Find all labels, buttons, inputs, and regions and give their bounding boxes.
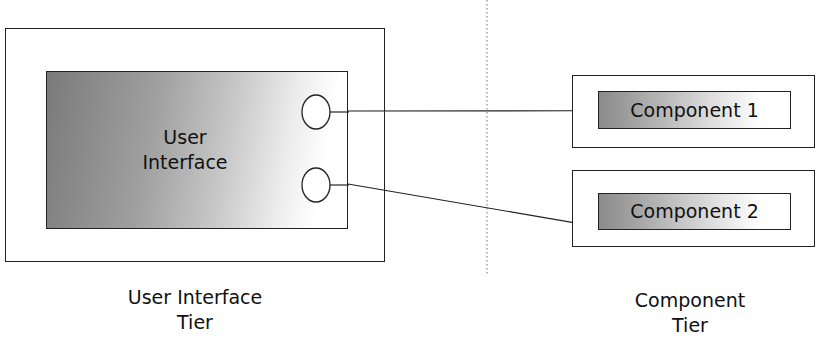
dotted-divider — [486, 0, 487, 276]
component-label: Component 1 — [630, 98, 758, 123]
label-holder: Component Tier — [620, 288, 760, 338]
component-box: Component 1 — [572, 75, 815, 148]
tier-caption-holder: User Interface Tier — [6, 285, 384, 335]
port-stub — [330, 111, 349, 112]
connector-line — [348, 110, 572, 111]
component-label: Component 2 — [630, 199, 758, 224]
interface-label: User Interface — [125, 125, 245, 175]
component-shade: Component 2 — [598, 193, 791, 230]
port-ellipse — [302, 168, 330, 202]
port-stub — [330, 184, 349, 185]
component-shade: Component 1 — [598, 91, 791, 129]
port-ellipse — [302, 95, 330, 129]
component-box: Component 2 — [572, 170, 815, 247]
tier-label: Component Tier — [625, 288, 755, 338]
interface-box: User Interface — [46, 71, 348, 229]
tier-label: User Interface Tier — [113, 285, 278, 335]
connector-line — [348, 184, 572, 222]
tier-frame: User InterfaceUser Interface Tier — [5, 28, 385, 262]
